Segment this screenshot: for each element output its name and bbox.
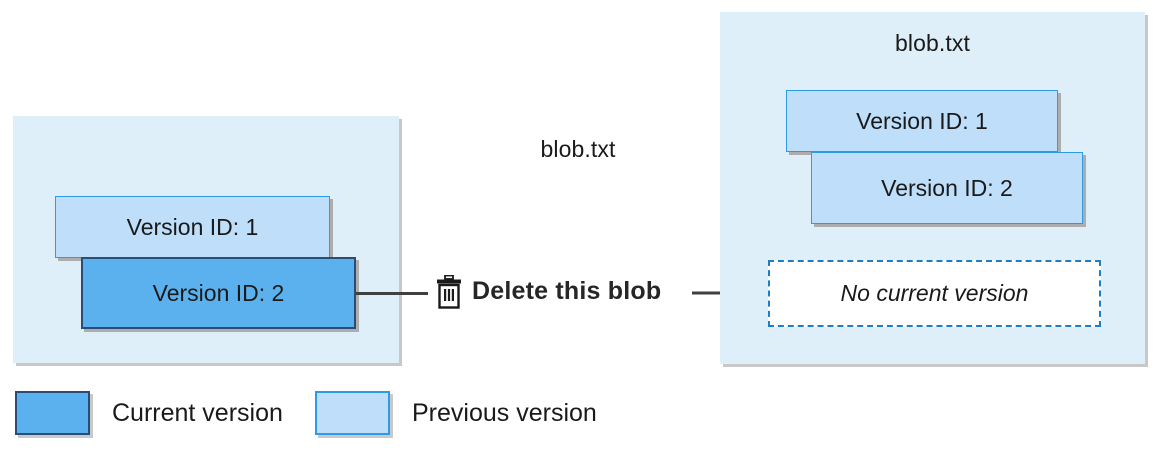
blob-name-after: blob.txt [895,30,970,56]
version-box-before-1: Version ID: 1 [55,196,330,258]
blob-name-before: blob.txt [540,136,616,162]
version-label: Version ID: 2 [881,174,1013,201]
version-box-after-1: Version ID: 1 [786,90,1058,152]
legend: Current version Previous version [0,388,1156,448]
legend-label-previous-version: Previous version [412,399,597,427]
version-label: Version ID: 1 [126,213,259,240]
version-box-before-2: Version ID: 2 [81,257,356,329]
no-current-version-label: No current version [840,280,1029,306]
version-label: Version ID: 2 [152,279,285,306]
trash-icon [436,274,462,309]
version-box-after-2: Version ID: 2 [811,152,1083,224]
legend-swatch-current-version [15,391,90,435]
version-label: Version ID: 1 [856,107,988,134]
no-current-version-box: No current version [768,260,1101,327]
connector-line [356,292,428,295]
legend-swatch-previous-version [315,391,390,435]
legend-label-current-version: Current version [112,399,283,427]
delete-action-label: Delete this blob [472,277,662,305]
